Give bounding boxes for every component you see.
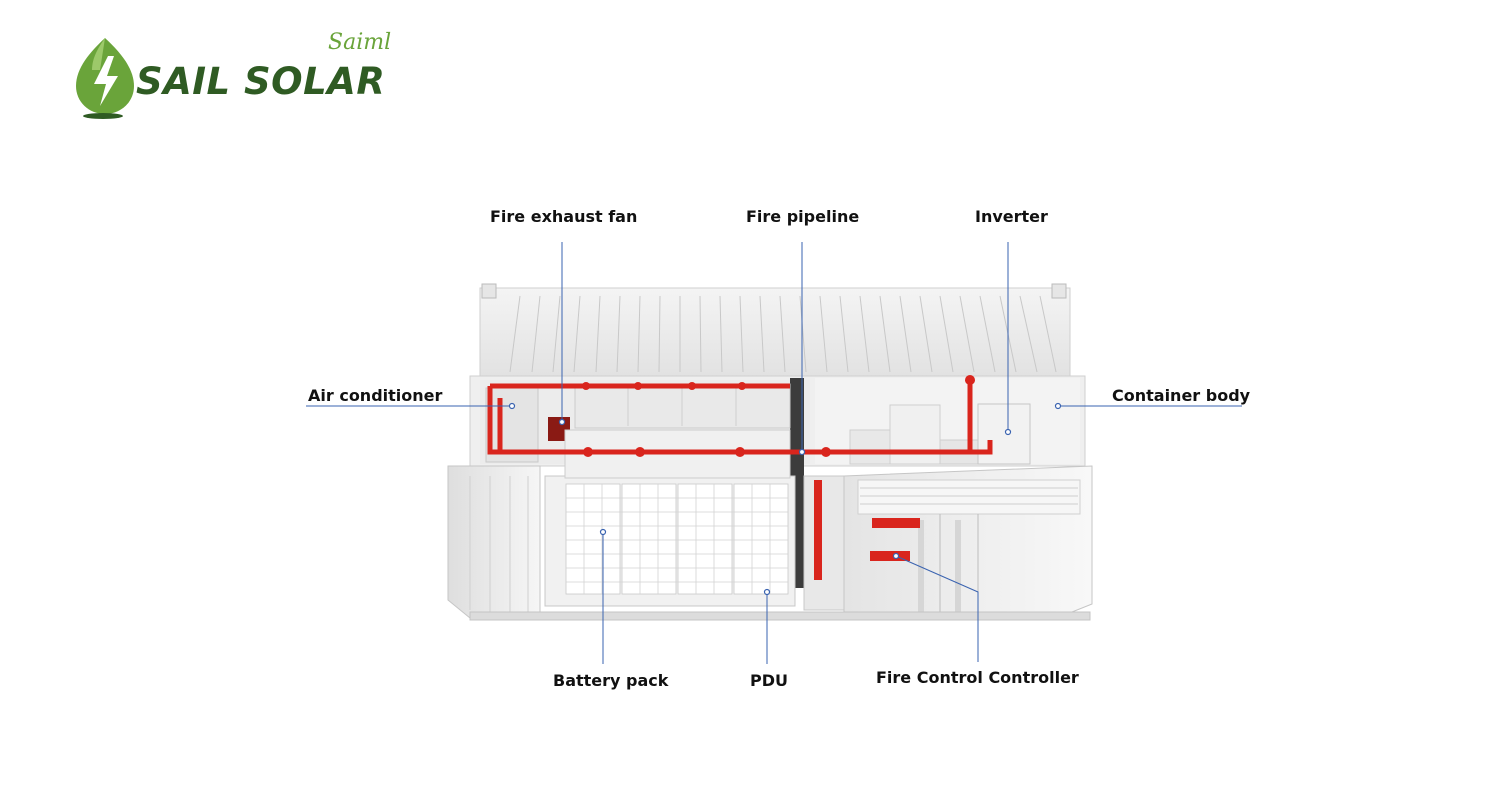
pdu-column xyxy=(803,475,845,611)
callout-lines xyxy=(306,242,1242,664)
sail-solar-logo: SAIL SOLAR Saiml xyxy=(70,30,410,125)
label-container-body: Container body xyxy=(1112,386,1251,405)
label-pdu: PDU xyxy=(750,671,788,690)
label-fire-exhaust-fan: Fire exhaust fan xyxy=(490,207,638,226)
callout-dots xyxy=(508,402,1062,596)
label-air-conditioner: Air conditioner xyxy=(308,386,443,405)
label-fire-pipeline: Fire pipeline xyxy=(746,207,860,226)
label-inverter: Inverter xyxy=(975,207,1048,226)
leaf-bolt-icon xyxy=(76,38,134,119)
label-battery-pack: Battery pack xyxy=(553,671,669,690)
pipeline-nozzles xyxy=(582,375,975,457)
battery-rack xyxy=(544,429,796,607)
container-roof xyxy=(479,283,1071,377)
container-doors xyxy=(843,465,1093,617)
label-fire-control-controller: Fire Control Controller xyxy=(876,668,1079,687)
container-left-end xyxy=(447,465,541,619)
brand-name: SAIL SOLAR xyxy=(136,60,386,103)
brand-script: Saiml xyxy=(328,30,392,55)
container-base xyxy=(469,611,1091,621)
